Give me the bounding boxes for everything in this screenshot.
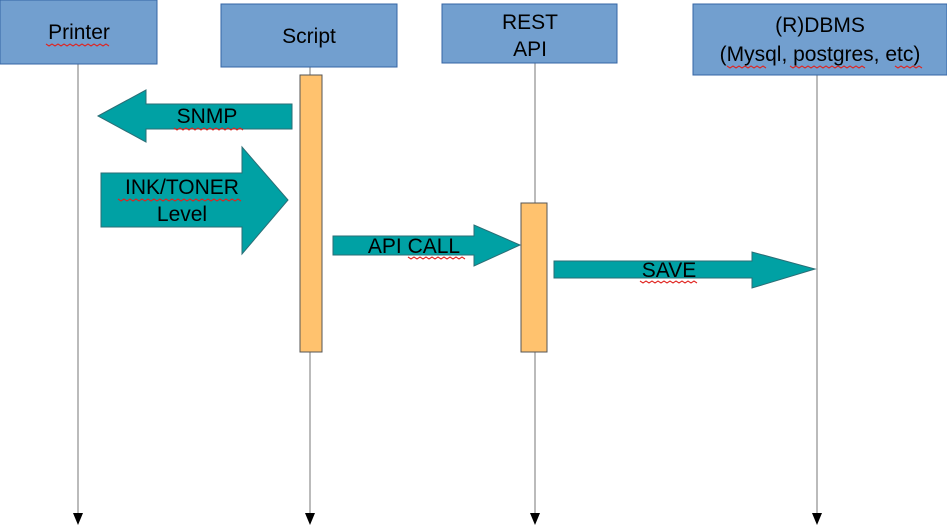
message-save-label: SAVE bbox=[642, 259, 696, 282]
message-ink-toner-level-label-line1: INK/TONER bbox=[125, 176, 239, 199]
actor-script: Script bbox=[220, 3, 398, 68]
lifeline-printer bbox=[73, 64, 83, 525]
messages: SNMP INK/TONER Level API CALL SAVE bbox=[96, 89, 817, 289]
lifeline-rdbms bbox=[812, 75, 822, 525]
actor-rest-api-label-line1: REST bbox=[502, 11, 558, 34]
actors: Printer Script REST API (R)DBMS (Mysql, … bbox=[0, 0, 947, 76]
arrow-right-icon bbox=[332, 224, 522, 267]
actor-script-label: Script bbox=[282, 25, 336, 48]
actor-rdbms-label-line2: (Mysql, postgres, etc) bbox=[720, 43, 921, 66]
spellcheck-underline bbox=[726, 65, 767, 69]
message-snmp: SNMP bbox=[96, 89, 293, 143]
message-snmp-label: SNMP bbox=[177, 105, 238, 128]
message-ink-toner-level-label-line2: Level bbox=[157, 203, 207, 226]
message-ink-toner-level: INK/TONER Level bbox=[100, 145, 289, 256]
arrow-left-icon bbox=[96, 89, 293, 143]
message-api-call: API CALL bbox=[332, 224, 522, 267]
spellcheck-underline bbox=[789, 65, 866, 69]
activation-rest-api bbox=[520, 202, 548, 353]
spellcheck-underline bbox=[45, 43, 110, 47]
message-save: SAVE bbox=[553, 251, 817, 289]
message-api-call-label: API CALL bbox=[368, 235, 460, 258]
spellcheck-underline bbox=[639, 280, 698, 284]
spellcheck-underline bbox=[173, 127, 244, 131]
lifelines bbox=[73, 63, 822, 525]
actor-rdbms: (R)DBMS (Mysql, postgres, etc) bbox=[692, 3, 947, 76]
arrow-right-icon bbox=[553, 251, 817, 289]
actor-rest-api-label-line2: API bbox=[513, 38, 547, 61]
spellcheck-underline bbox=[117, 198, 242, 202]
activation-script bbox=[299, 74, 323, 353]
actor-rest-api: REST API bbox=[441, 3, 618, 64]
actor-printer: Printer bbox=[0, 0, 158, 65]
actor-rdbms-label-line1: (R)DBMS bbox=[775, 14, 865, 37]
actor-printer-label: Printer bbox=[48, 21, 110, 44]
spellcheck-underline bbox=[407, 256, 466, 260]
activations bbox=[299, 74, 548, 353]
spellcheck-underline bbox=[894, 65, 923, 69]
